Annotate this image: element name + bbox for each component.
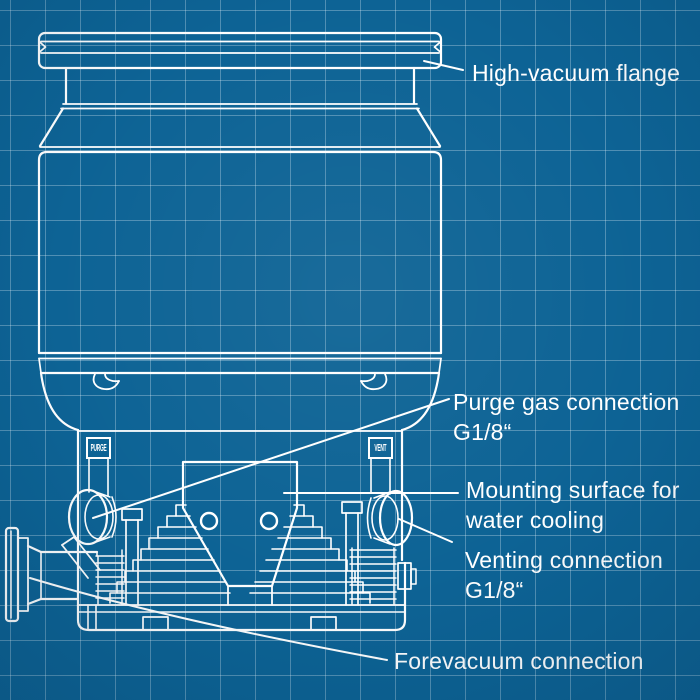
forevacuum-flange-shape — [6, 528, 100, 621]
leader-purge-gas — [93, 399, 449, 518]
fin-stack-left-shape — [110, 505, 230, 603]
label-mounting-surface-line1: Mounting surface for — [466, 477, 680, 503]
leader-forevacuum — [30, 578, 387, 660]
label-purge-gas-connection: Purge gas connection G1/8“ — [453, 387, 680, 447]
clamp-hooks-shape — [94, 374, 387, 389]
mounting-plate-shape — [183, 462, 297, 605]
label-mounting-surface: Mounting surface for water cooling — [466, 475, 680, 535]
label-venting-line2: G1/8“ — [465, 577, 524, 603]
fin-stack-right-shape — [250, 505, 370, 603]
leader-venting — [399, 519, 452, 542]
label-forevacuum-connection: Forevacuum connection — [394, 646, 644, 676]
standoff-bolts-shape — [122, 502, 362, 605]
purge-port-tag-text: PURGE — [90, 442, 107, 454]
label-purge-gas-line2: G1/8“ — [453, 419, 512, 445]
leader-lines — [30, 61, 463, 660]
base-plate-shape — [78, 563, 416, 630]
vent-port-tag-text: VENT — [374, 442, 387, 454]
pump-body-shape — [39, 152, 441, 373]
label-venting-line1: Venting connection — [465, 547, 663, 573]
purge-port-shape — [69, 490, 116, 544]
label-purge-gas-line1: Purge gas connection — [453, 389, 680, 415]
bellows-left-shape — [96, 550, 124, 604]
label-high-vacuum-flange-line1: High-vacuum flange — [472, 60, 681, 86]
high-vacuum-flange-shape — [39, 33, 441, 68]
label-venting-connection: Venting connection G1/8“ — [465, 545, 663, 605]
vent-port-shape — [368, 491, 413, 545]
label-mounting-surface-line2: water cooling — [466, 507, 605, 533]
vent-port-tag: VENT — [368, 437, 393, 459]
label-high-vacuum-flange: High-vacuum flange — [472, 58, 680, 88]
lower-housing-shape — [41, 373, 439, 606]
pump-neck-shape — [40, 68, 440, 147]
purge-port-tag: PURGE — [86, 437, 111, 459]
label-forevacuum-line1: Forevacuum connection — [394, 648, 644, 674]
bellows-right-shape — [350, 548, 396, 604]
leader-high-vacuum-flange — [424, 61, 463, 70]
